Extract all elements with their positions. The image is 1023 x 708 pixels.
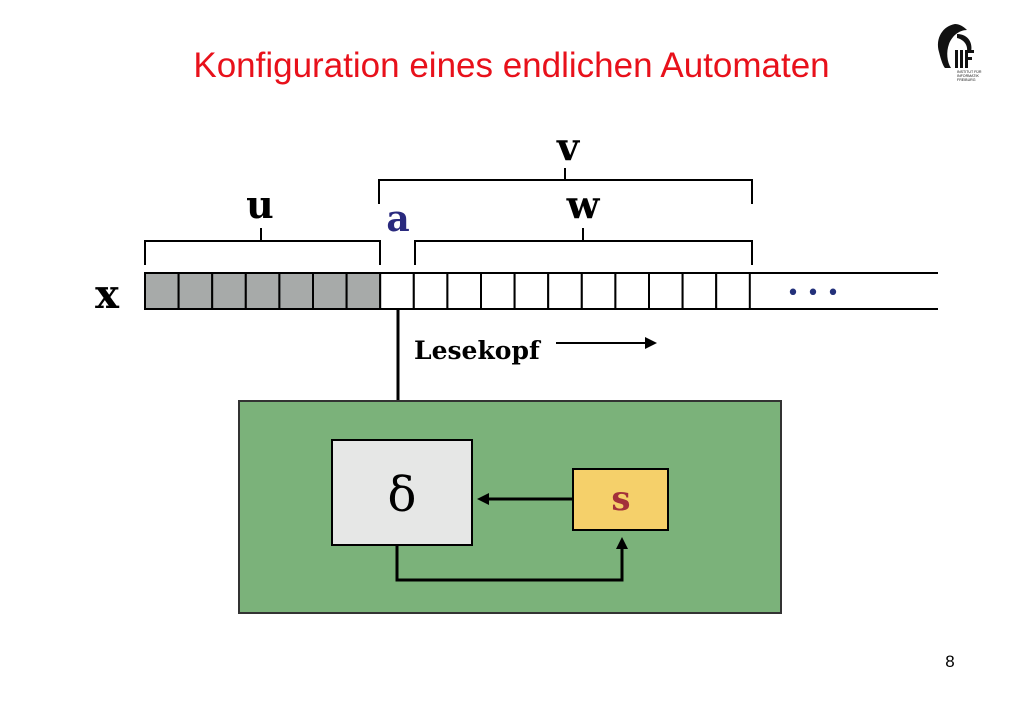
tape-cell-unread [715, 272, 751, 310]
delta-to-state-arrow [395, 537, 628, 582]
label-w: w [566, 182, 601, 227]
logo-text-line-2: INFORMATIK [957, 74, 979, 78]
tape-label-x: x [95, 271, 120, 318]
state-box [572, 468, 669, 531]
tape-cell-unread [580, 272, 617, 310]
tape-cell-read [312, 272, 348, 310]
read-head-label: Lesekopf [414, 336, 542, 365]
tape-cell-read [177, 272, 214, 310]
tape-ellipsis: • • • [787, 281, 840, 306]
tape-cell-unread [480, 272, 516, 310]
brace-w [414, 228, 753, 265]
page-number: 8 [945, 652, 955, 671]
tape-cell-unread [446, 272, 482, 310]
state-symbol: s [611, 479, 630, 519]
transition-function-box [331, 439, 473, 546]
tape-cell-unread [547, 272, 583, 310]
logo-graphic: INSTITUT FÜR INFORMATIK FREIBURG [937, 24, 982, 82]
tape-cell-read [345, 272, 382, 310]
automaton-box [238, 400, 782, 614]
input-tape [144, 272, 938, 310]
tape-cell-current [379, 272, 415, 310]
label-v: v [556, 124, 581, 169]
tape-cell-read [278, 272, 314, 310]
transition-symbol: δ [388, 467, 417, 523]
brace-u [144, 228, 381, 265]
tape-cell-unread [648, 272, 684, 310]
label-u: u [246, 182, 274, 227]
current-symbol-label: a [386, 198, 409, 240]
tape-cell-read [244, 272, 281, 310]
iif-logo-icon: INSTITUT FÜR INFORMATIK FREIBURG [933, 22, 993, 82]
brace-v [378, 168, 753, 204]
slide-title: Konfiguration eines endlichen Automaten [193, 46, 830, 85]
tape-cell-unread [513, 272, 550, 310]
tape-cell-unread [681, 272, 718, 310]
tape-cell-unread [614, 272, 651, 310]
logo-text-line-1: INSTITUT FÜR [957, 70, 982, 74]
logo-text-line-3: FREIBURG [957, 78, 976, 82]
tape-cell-read [211, 272, 247, 310]
tape-cell-read [144, 272, 180, 310]
tape-cell-unread [412, 272, 449, 310]
